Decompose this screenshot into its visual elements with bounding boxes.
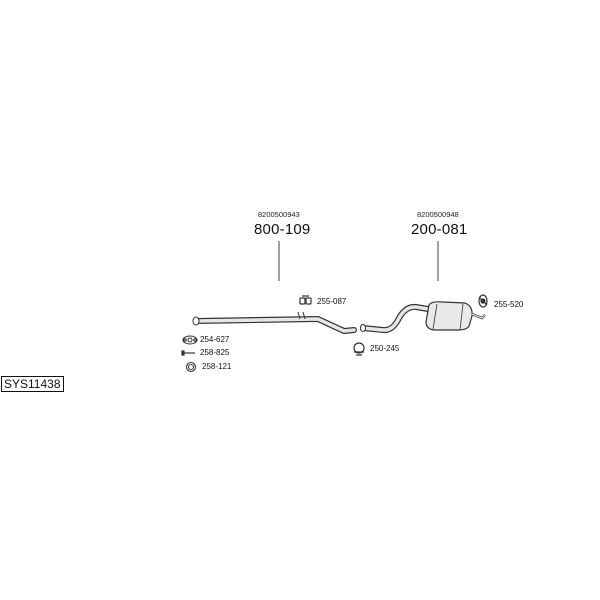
flange-gasket-icon	[182, 335, 198, 345]
rear-muffler-200-081	[360, 301, 486, 334]
oem-number-200-081: 8200500948	[417, 210, 459, 219]
ring-gasket-icon	[185, 361, 197, 373]
front-pipe-800-109	[192, 311, 357, 335]
part-number-800-109: 800-109	[254, 221, 311, 238]
accessory-label-250-245: 250-245	[370, 344, 400, 353]
accessory-label-254-627: 254-627	[200, 335, 230, 344]
accessory-label-258-825: 258-825	[200, 348, 230, 357]
accessory-label-255-087: 255-087	[317, 297, 347, 306]
oem-number-800-109: 8200500943	[258, 210, 300, 219]
pipe-clamp-icon	[353, 342, 365, 356]
system-code-label: SYS11438	[1, 376, 64, 392]
bolt-icon	[181, 350, 195, 356]
rubber-mount-icon	[478, 294, 488, 308]
part-number-200-081: 200-081	[411, 221, 468, 238]
hanger-icon	[299, 295, 312, 305]
accessory-label-258-121: 258-121	[202, 362, 232, 371]
accessory-label-255-520: 255-520	[494, 300, 524, 309]
